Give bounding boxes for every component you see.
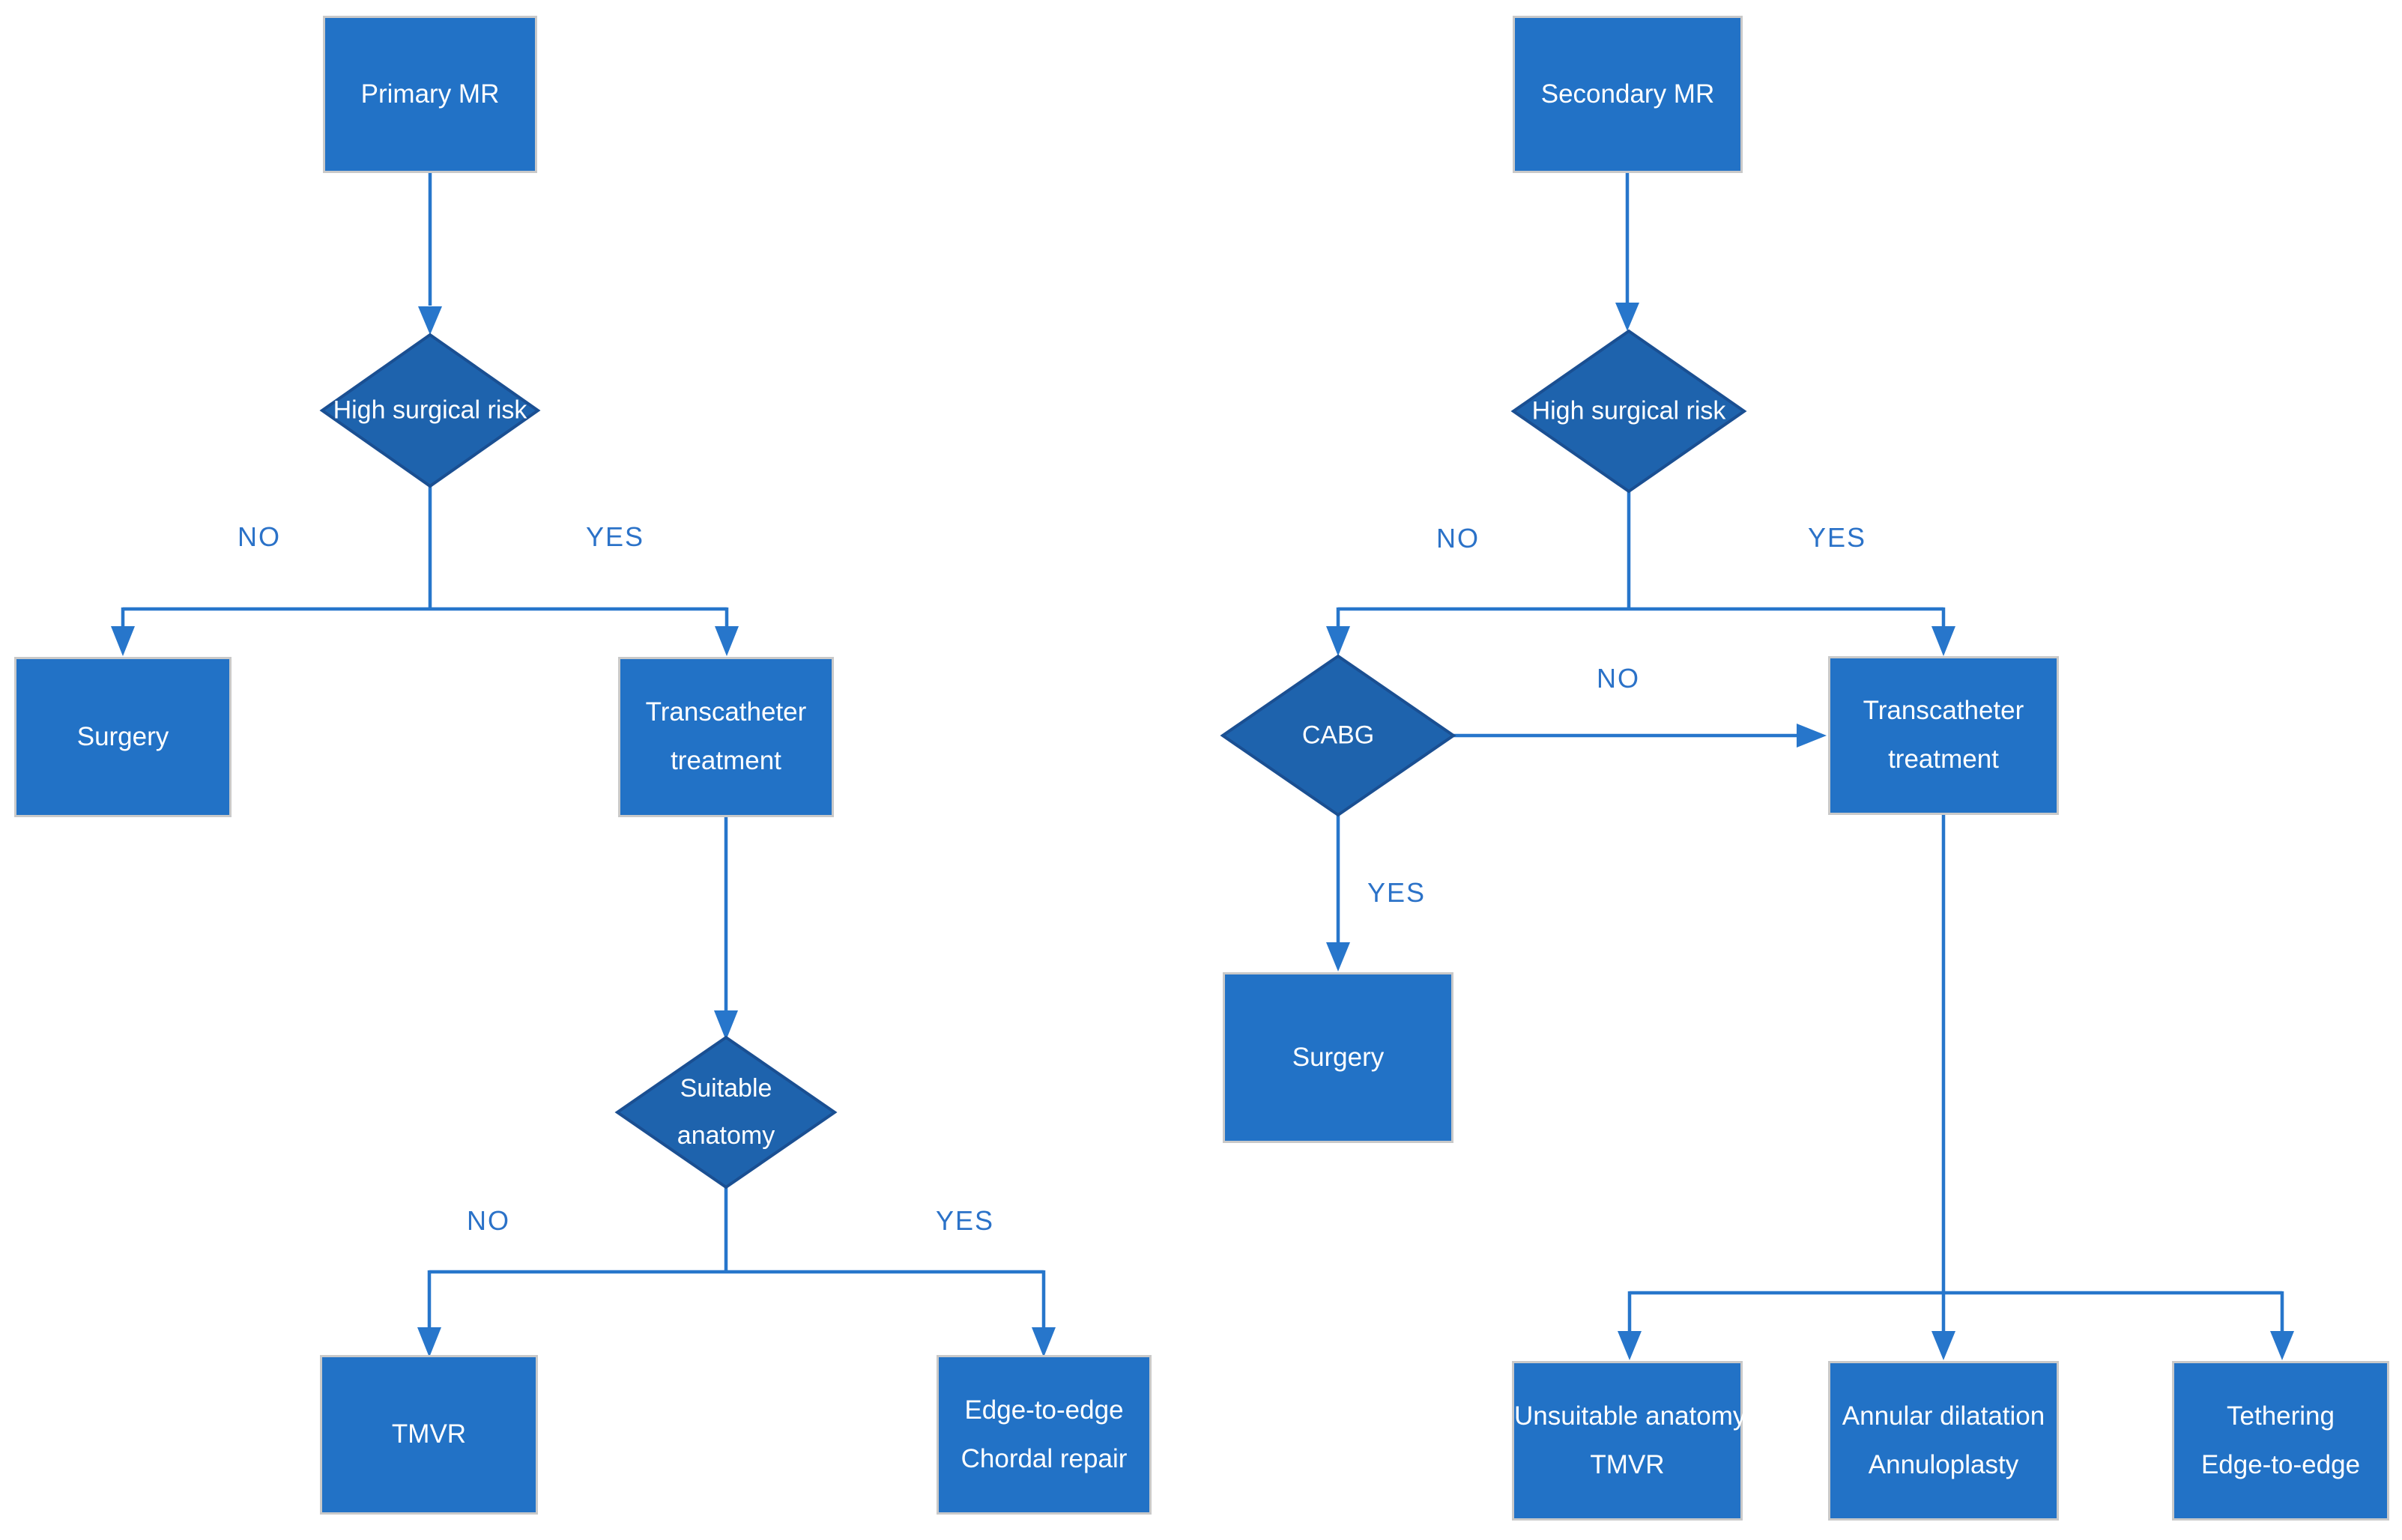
node-tmvr: TMVR: [320, 1355, 538, 1515]
node-unsuitable-anatomy-tmvr: Unsuitable anatomy TMVR: [1512, 1361, 1746, 1521]
branch-label-cabg-yes: YES: [1367, 877, 1427, 908]
arrowhead-into-tethering: [2270, 1331, 2294, 1360]
node-secondary-mr: Secondary MR: [1513, 16, 1743, 173]
branch-label-anatomy-no: NO: [467, 1205, 510, 1236]
node-unsuitable-line2: TMVR: [1590, 1449, 1665, 1479]
branch-label-cabg-no: NO: [1597, 663, 1640, 694]
node-transcatheter-right: Transcatheter treatment: [1828, 656, 2059, 815]
node-annular-line2: Annuloplasty: [1868, 1449, 2019, 1479]
node-edge-to-edge-chordal-repair: Edge-to-edge Chordal repair: [937, 1355, 1152, 1515]
node-annular-dilatation-annuloplasty: Annular dilatation Annuloplasty: [1828, 1361, 2059, 1521]
arrowhead-into-cabg: [1326, 626, 1350, 656]
branch-label-risk-left-no: NO: [238, 521, 281, 552]
arrowhead-cabg-into-transcatheter-right: [1797, 724, 1827, 748]
decision-suitable-anatomy-line1: Suitable: [680, 1074, 772, 1103]
node-surgery-right: Surgery: [1223, 972, 1453, 1143]
node-primary-mr: Primary MR: [323, 16, 537, 173]
node-surgery-left: Surgery: [14, 657, 232, 817]
decision-high-surgical-risk-left-label: High surgical risk: [333, 395, 527, 425]
arrowhead-into-unsuitable: [1618, 1331, 1642, 1360]
arrowhead-into-surgery-right: [1326, 942, 1350, 971]
node-transcatheter-left: Transcatheter treatment: [618, 657, 834, 817]
arrowhead-into-annular: [1931, 1331, 1955, 1360]
node-tethering-edge-to-edge: Tethering Edge-to-edge: [2172, 1361, 2389, 1521]
node-surgery-left-label: Surgery: [76, 721, 169, 751]
node-surgery-right-label: Surgery: [1292, 1042, 1385, 1072]
node-tmvr-label: TMVR: [391, 1419, 467, 1449]
node-edge-chordal-line2: Chordal repair: [961, 1443, 1128, 1473]
node-transcatheter-right-line2: treatment: [1888, 745, 1999, 774]
node-edge-chordal-line1: Edge-to-edge: [964, 1395, 1124, 1425]
arrowhead-into-edge-chordal: [1032, 1327, 1056, 1357]
node-transcatheter-right-line1: Transcatheter: [1863, 696, 2024, 726]
arrowhead-into-transcatheter-left: [715, 626, 739, 656]
node-primary-mr-label: Primary MR: [360, 79, 500, 109]
decision-suitable-anatomy-shape: [614, 1035, 838, 1189]
branch-label-risk-left-yes: YES: [585, 521, 645, 552]
arrowhead-into-tmvr: [417, 1327, 441, 1357]
decision-suitable-anatomy-line2: anatomy: [677, 1121, 775, 1150]
node-transcatheter-left-line2: treatment: [671, 746, 781, 775]
node-annular-line1: Annular dilatation: [1842, 1401, 2045, 1431]
arrowhead-into-risk-left: [418, 306, 442, 335]
decision-high-surgical-risk-right-label: High surgical risk: [1531, 396, 1726, 425]
branch-label-risk-right-yes: YES: [1807, 522, 1867, 553]
node-unsuitable-line1: Unsuitable anatomy: [1514, 1401, 1746, 1431]
arrowhead-into-transcatheter-right: [1931, 626, 1955, 656]
decision-high-surgical-risk-right-shape: [1510, 329, 1747, 494]
node-transcatheter-left-line1: Transcatheter: [645, 697, 807, 727]
decision-suitable-anatomy-label: Suitable anatomy: [677, 1065, 775, 1159]
branch-label-risk-right-no: NO: [1436, 523, 1480, 554]
arrowhead-into-anatomy: [714, 1010, 738, 1040]
branch-label-anatomy-yes: YES: [935, 1205, 995, 1236]
arrowhead-into-surgery-left: [111, 626, 135, 656]
arrowhead-into-risk-right: [1615, 303, 1639, 331]
decision-cabg-shape: [1220, 654, 1456, 817]
node-tethering-line1: Tethering: [2227, 1401, 2335, 1431]
node-tethering-line2: Edge-to-edge: [2200, 1449, 2361, 1479]
decision-cabg-label: CABG: [1301, 721, 1375, 750]
decision-high-surgical-risk-left-shape: [319, 333, 541, 488]
node-secondary-mr-label: Secondary MR: [1540, 79, 1715, 109]
